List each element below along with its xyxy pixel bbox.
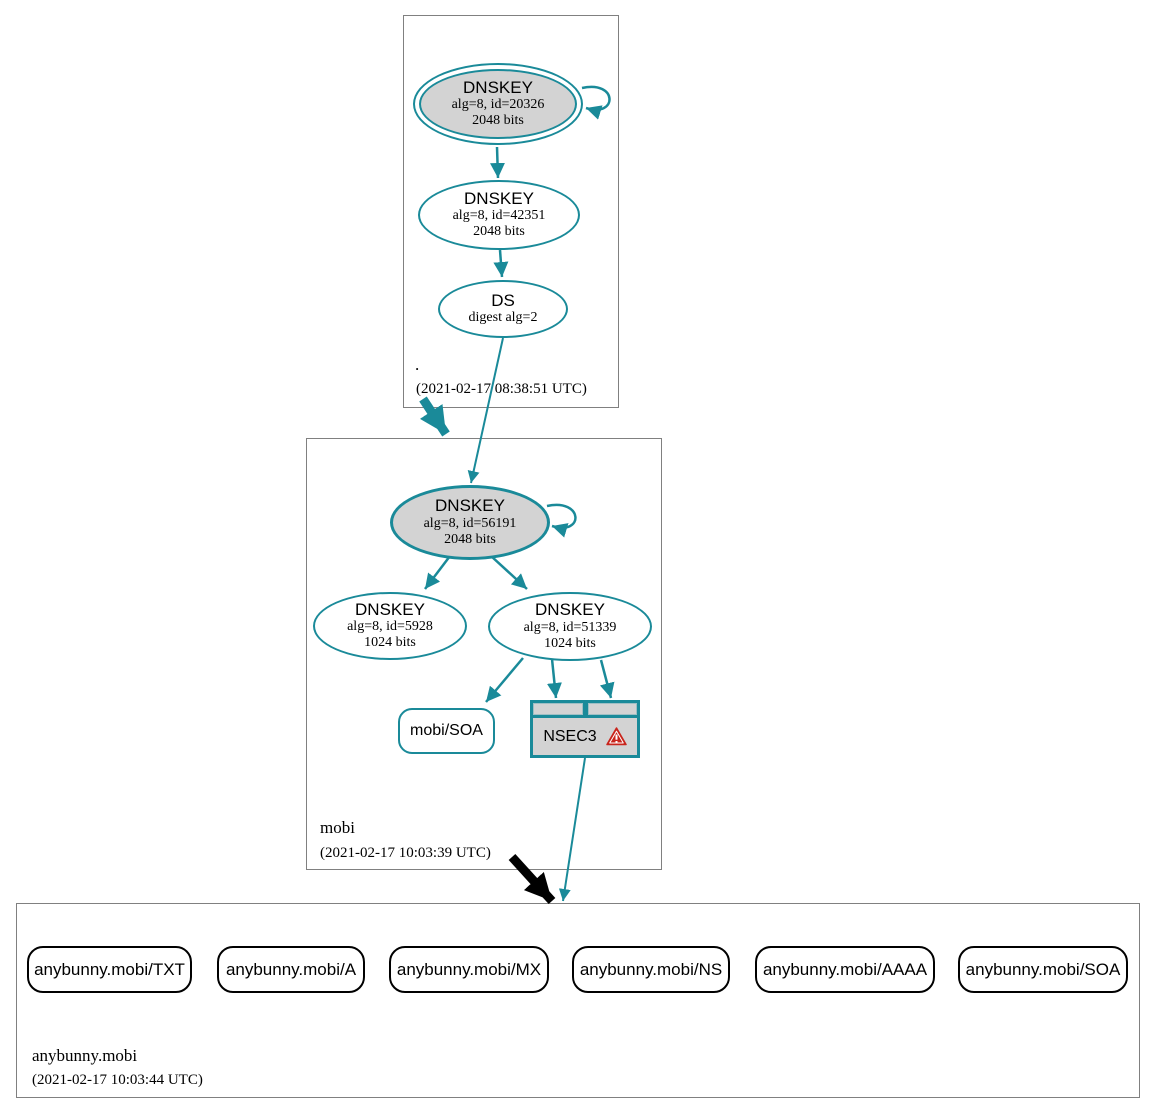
nsec3-compartments [533, 703, 637, 715]
rrset-node-txt[interactable]: anybunny.mobi/TXT [27, 946, 192, 993]
rrset-node-ns[interactable]: anybunny.mobi/NS [572, 946, 730, 993]
rrset-node-a[interactable]: anybunny.mobi/A [217, 946, 365, 993]
mobi-zsk-5928-node[interactable]: DNSKEY alg=8, id=5928 1024 bits [313, 592, 467, 660]
rrset-label-a: anybunny.mobi/A [225, 959, 357, 979]
mobi-zsk-51339-title: DNSKEY [535, 600, 605, 620]
nsec3-body: NSEC3 [533, 718, 637, 755]
anybunny-zone-label: anybunny.mobi [32, 1046, 138, 1065]
rrset-node-soa[interactable]: anybunny.mobi/SOA [958, 946, 1128, 993]
root-zsk-title: DNSKEY [464, 188, 534, 208]
nsec3-node[interactable]: NSEC3 [530, 700, 640, 758]
root-zsk-line3: 2048 bits [473, 224, 525, 240]
root-zsk-line2: alg=8, id=42351 [452, 208, 546, 224]
nsec3-compartment-1 [533, 703, 583, 715]
anybunny-zone-timestamp: (2021-02-17 10:03:44 UTC) [32, 1072, 203, 1088]
root-zsk-node[interactable]: DNSKEY alg=8, id=42351 2048 bits [418, 180, 580, 250]
mobi-zone-label: mobi [320, 818, 355, 837]
warning-icon [605, 727, 627, 746]
nsec3-compartment-2 [587, 703, 637, 715]
mobi-zsk-51339-line2: alg=8, id=51339 [523, 619, 617, 635]
mobi-ksk-line3: 2048 bits [444, 531, 496, 547]
root-ds-line2: digest alg=2 [468, 310, 538, 326]
mobi-soa-label: mobi/SOA [410, 722, 483, 739]
root-ksk-node[interactable]: DNSKEY alg=8, id=20326 2048 bits [413, 63, 583, 145]
rrset-node-aaaa[interactable]: anybunny.mobi/AAAA [755, 946, 935, 993]
mobi-zone-timestamp: (2021-02-17 10:03:39 UTC) [320, 845, 491, 861]
mobi-zsk-51339-node[interactable]: DNSKEY alg=8, id=51339 1024 bits [488, 592, 652, 661]
mobi-zsk-5928-title: DNSKEY [355, 599, 425, 619]
root-zone-timestamp: (2021-02-17 08:38:51 UTC) [416, 381, 587, 397]
rrset-label-aaaa: anybunny.mobi/AAAA [762, 959, 928, 979]
rrset-label-txt: anybunny.mobi/TXT [34, 959, 185, 979]
root-ksk-shape: DNSKEY alg=8, id=20326 2048 bits [419, 69, 577, 139]
root-ds-node[interactable]: DS digest alg=2 [438, 280, 568, 338]
root-ksk-line3: 2048 bits [472, 113, 524, 129]
rrset-node-mx[interactable]: anybunny.mobi/MX [389, 946, 549, 993]
mobi-zsk-5928-line3: 1024 bits [364, 635, 416, 651]
nsec3-label: NSEC3 [543, 727, 597, 745]
mobi-ksk-line2: alg=8, id=56191 [423, 515, 517, 531]
rrset-label-soa: anybunny.mobi/SOA [965, 959, 1121, 979]
mobi-soa-rrset-node[interactable]: mobi/SOA [398, 708, 495, 754]
mobi-zsk-51339-line3: 1024 bits [544, 635, 596, 651]
root-ds-title: DS [491, 290, 515, 310]
mobi-ksk-title: DNSKEY [435, 496, 505, 516]
mobi-zsk-5928-line2: alg=8, id=5928 [347, 619, 433, 635]
root-zone-label: . [415, 355, 420, 374]
rrset-label-mx: anybunny.mobi/MX [396, 959, 542, 979]
mobi-ksk-node[interactable]: DNSKEY alg=8, id=56191 2048 bits [390, 485, 550, 560]
rrset-label-ns: anybunny.mobi/NS [579, 959, 723, 979]
root-ksk-title: DNSKEY [463, 77, 533, 97]
root-ksk-line2: alg=8, id=20326 [451, 97, 545, 113]
zone-box-anybunny [16, 903, 1140, 1098]
